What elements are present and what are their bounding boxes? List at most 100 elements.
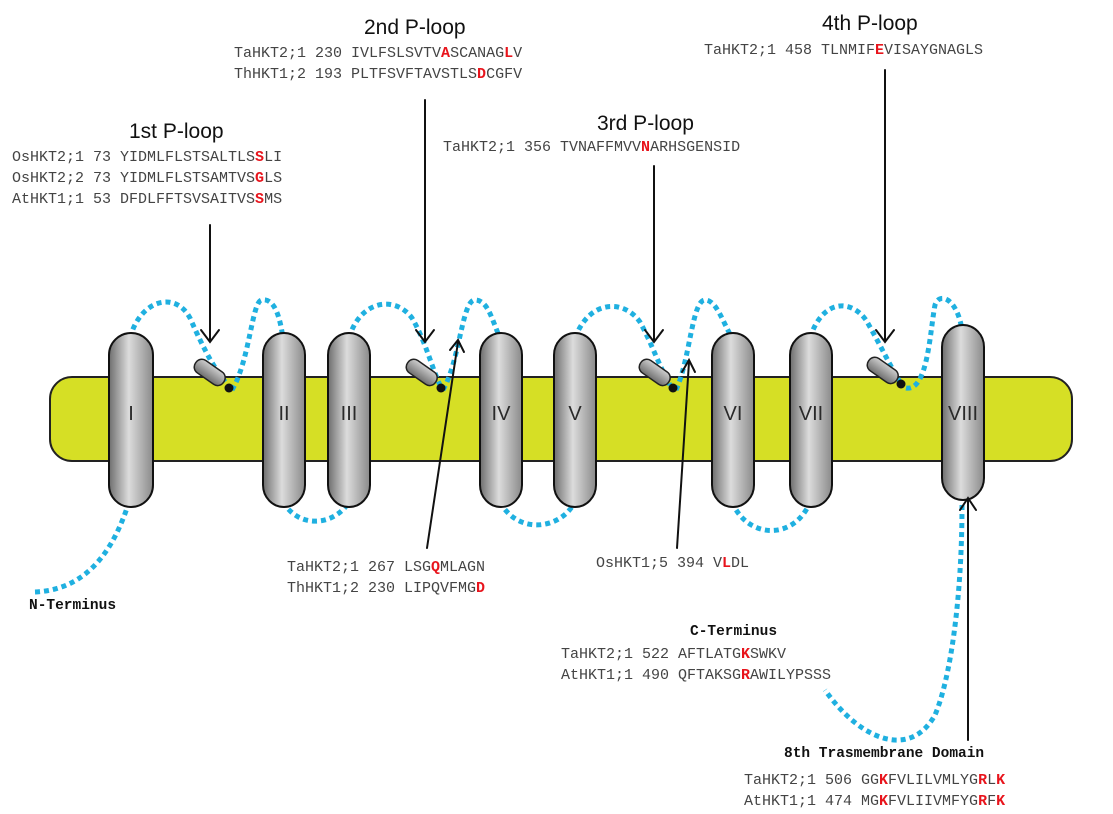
p-loop-dot-3: [668, 383, 678, 393]
sequence-row: AtHKT1;1 474 MGKFVLIIVMFYGRFK: [744, 791, 1005, 812]
loop-vi-vii-inner: [729, 500, 813, 533]
arrow-tm8: [959, 496, 977, 741]
helix-iii: III: [327, 332, 371, 508]
tm8-label: 8th Trasmembrane Domain: [784, 746, 985, 762]
p-loop-pore-2: [405, 358, 438, 387]
sequence-text: TaHKT2;1 230 IVLFSLSVTV: [234, 45, 442, 62]
p-loop-2-heading: 2nd P-loop: [364, 16, 466, 39]
sequence-row: ThHKT1;2 230 LIPQVFMGD: [287, 578, 485, 599]
sequence-text: TaHKT2;1 506 GG: [744, 772, 880, 789]
sequence-text: ARHSGENSID: [650, 139, 741, 156]
helix-body: [941, 324, 985, 501]
loop-iv-v-inner: [497, 500, 578, 528]
helix-body: [711, 332, 755, 508]
sequence-text: AtHKT1;1 53 DFDLFFTSVSAITVS: [12, 191, 256, 208]
mutation-residue: K: [879, 772, 889, 789]
arrow-loop-vi: [676, 357, 696, 549]
p-loop-dot-1: [224, 383, 234, 393]
loop-paths: [34, 295, 966, 743]
sequence-row: TaHKT2;1 267 LSGQMLAGN: [287, 557, 485, 578]
sequence-text: TaHKT2;1 522 AFTLATG: [561, 646, 742, 663]
sequence-text: DL: [731, 555, 750, 572]
loop-i-ii-return: [229, 297, 286, 392]
sequence-row: TaHKT2;1 230 IVLFSLSVTVASCANAGLV: [234, 43, 522, 64]
mutation-residue: L: [504, 45, 514, 62]
mutation-residue: R: [978, 793, 988, 810]
loop-iii-iv-outer: [346, 301, 443, 387]
arrow-p4: [875, 69, 895, 344]
helix-vii: VII: [789, 332, 833, 508]
helix-body: [262, 332, 306, 508]
sequence-text: V: [513, 45, 523, 62]
n-terminus-tail: [34, 504, 131, 595]
mutation-residue: R: [741, 667, 751, 684]
sequences-p-loop-3: TaHKT2;1 356 TVNAFFMVVNARHSGENSID: [443, 137, 740, 158]
sequence-text: ThHKT1;2 193 PLTFSVFTAVSTLS: [234, 66, 478, 83]
p-loop-4-heading: 4th P-loop: [822, 12, 918, 35]
c-terminus-label: C-Terminus: [690, 624, 778, 640]
sequence-text: FVLILVMLYG: [888, 772, 979, 789]
sequence-text: MLAGN: [440, 559, 486, 576]
helix-label: VIII: [948, 403, 978, 425]
sequence-row: TaHKT2;1 356 TVNAFFMVVNARHSGENSID: [443, 137, 740, 158]
sequence-text: LS: [264, 170, 283, 187]
helix-label: VII: [799, 403, 823, 425]
p-loop-dot-4: [896, 379, 906, 389]
sequence-text: L: [987, 772, 997, 789]
sequence-text: SWKV: [750, 646, 787, 663]
sequence-text: AtHKT1;1 490 QFTAKSG: [561, 667, 742, 684]
loop-ii-iii-inner: [280, 500, 352, 524]
sequence-row: AtHKT1;1 53 DFDLFFTSVSAITVSSMS: [12, 189, 282, 210]
p-loop-dot-2: [436, 383, 446, 393]
sequence-text: F: [987, 793, 997, 810]
helix-label: I: [128, 403, 134, 425]
annotation-arrows: [200, 69, 977, 741]
mutation-residue: S: [255, 191, 265, 208]
sequence-text: AWILYPSSS: [750, 667, 832, 684]
helix-i: I: [108, 332, 154, 508]
mutation-residue: K: [996, 772, 1006, 789]
mutation-residue: R: [978, 772, 988, 789]
arrow-p3: [644, 165, 664, 344]
sequence-text: OsHKT2;2 73 YIDMLFLSTSAMTVS: [12, 170, 256, 187]
helix-label: VI: [724, 403, 743, 425]
mutation-residue: Q: [431, 559, 441, 576]
mutation-residue: N: [641, 139, 651, 156]
sequence-row: TaHKT2;1 522 AFTLATGKSWKV: [561, 644, 831, 665]
helix-body: [479, 332, 523, 508]
sequence-row: AtHKT1;1 490 QFTAKSGRAWILYPSSS: [561, 665, 831, 686]
sequence-text: OsHKT2;1 73 YIDMLFLSTSALTLS: [12, 149, 256, 166]
arrow-loop-iv: [426, 338, 465, 549]
loop-vii-viii-outer: [807, 303, 905, 387]
helix-body: [553, 332, 597, 508]
helix-label: II: [278, 403, 289, 425]
sequence-row: TaHKT2;1 506 GGKFVLILVMLYGRLK: [744, 770, 1005, 791]
helix-vi: VI: [711, 332, 755, 508]
helix-body: [789, 332, 833, 508]
mutation-residue: L: [722, 555, 732, 572]
sequences-loop-vi: OsHKT1;5 394 VLDL: [596, 553, 749, 574]
loop-v-vi-return: [673, 297, 735, 392]
sequence-row: TaHKT2;1 458 TLNMIFEVISAYGNAGLS: [704, 40, 983, 61]
helix-viii: VIII: [941, 324, 985, 501]
sequence-text: VISAYGNAGLS: [884, 42, 984, 59]
mutation-residue: K: [741, 646, 751, 663]
mutation-residue: A: [441, 45, 451, 62]
helix-body: [108, 332, 154, 508]
arrow-p2: [415, 99, 435, 344]
sequence-text: TaHKT2;1 356 TVNAFFMVV: [443, 139, 642, 156]
sequences-p-loop-2: TaHKT2;1 230 IVLFSLSVTVASCANAGLV ThHKT1;2…: [234, 43, 522, 85]
sequence-text: CGFV: [486, 66, 523, 83]
mutation-residue: K: [996, 793, 1006, 810]
sequence-text: TaHKT2;1 458 TLNMIF: [704, 42, 876, 59]
p-loop-pores: [193, 356, 906, 393]
helix-ii: II: [262, 332, 306, 508]
sequence-text: SCANAG: [450, 45, 505, 62]
mutation-residue: D: [476, 580, 486, 597]
loop-i-ii-outer: [127, 299, 230, 387]
helix-body: [327, 332, 371, 508]
